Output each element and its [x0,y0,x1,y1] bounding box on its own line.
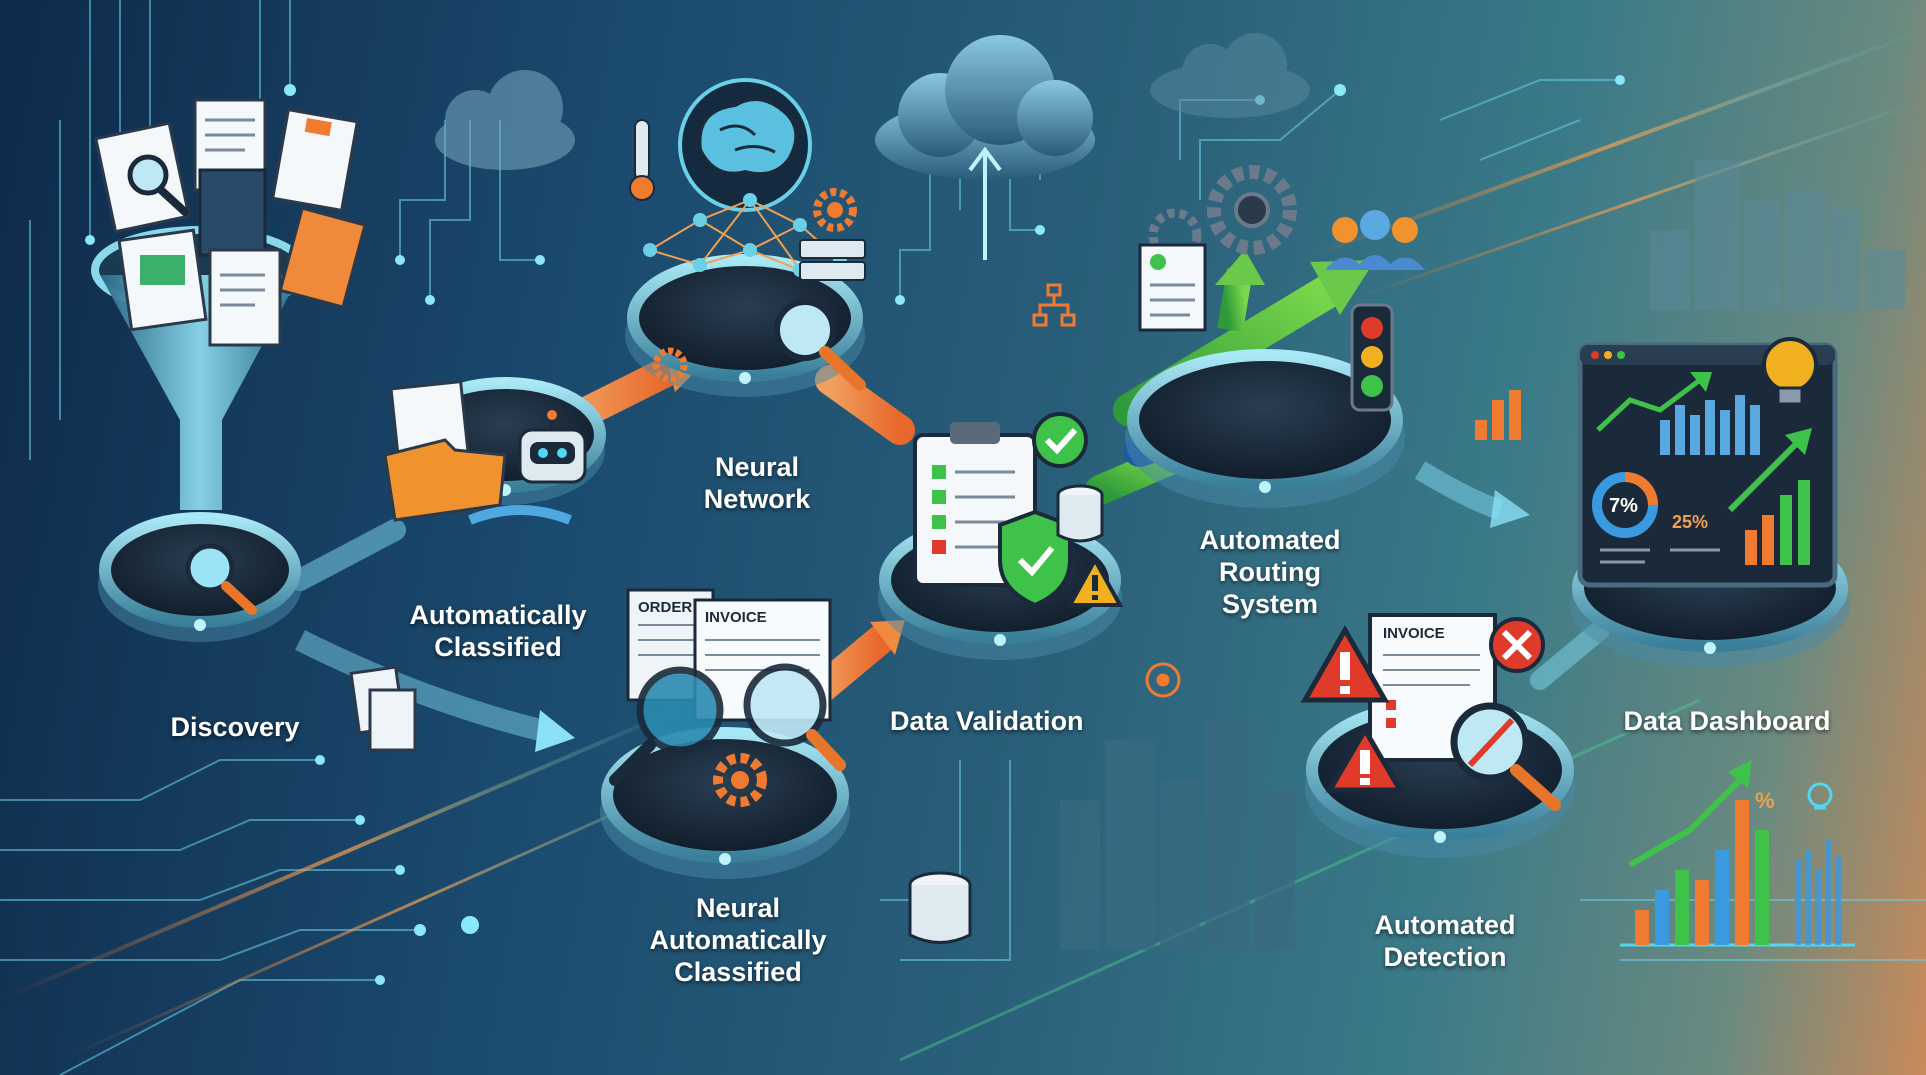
check-badge-icon [1032,412,1088,468]
gear-icon [813,188,857,232]
robot-icon [518,410,587,484]
magnifier-icon [774,299,866,391]
growth-chart-icon: % [1620,760,1855,947]
magnifier-icon [609,666,724,786]
city-skyline-center [1060,720,1295,950]
cloud-icon [1150,33,1310,118]
brain-icon [678,78,812,212]
error-icon [1489,617,1545,673]
gear-icon [1148,208,1202,262]
cloud-icon [435,70,575,170]
stage-label-discovery: Discovery [170,712,300,742]
corner-chart-label: % [1755,788,1775,813]
stage-label-neural-network: Neural Network [703,452,811,514]
server-icon [799,239,866,281]
network-nodes [643,193,847,277]
target-icon [1145,662,1181,698]
warning-icon [1300,624,1390,703]
gear-icon [1207,165,1297,255]
warning-icon [1066,555,1124,607]
cloud-icon [875,35,1095,260]
invoice-doc-label: INVOICE [705,609,767,626]
city-skyline-right [1650,160,1905,310]
gear-icon [652,347,688,383]
people-icon [1325,210,1425,270]
invoice-doc-label-2: INVOICE [1383,625,1445,642]
thermometer-icon [629,119,655,201]
classify-arrow-icon [468,505,572,525]
database-icon [1056,484,1104,543]
mini-bar-chart-icon [1475,390,1521,440]
dashboard-donut-value: 7% [1609,495,1638,517]
stage-label-automated-routing-system: Automated Routing System [1199,525,1341,619]
stage-label-neural-automatically-classified: Neural Automatically Classified [649,893,827,987]
order-doc-label: ORDER [638,599,692,616]
routing-document-icon [1138,243,1207,332]
documents-flow-icon [349,665,417,752]
stage-label-data-dashboard: Data Dashboard [1623,706,1831,736]
dashboard-percent-value: 25% [1672,512,1708,532]
traffic-light-icon [1350,303,1394,412]
stage-label-data-validation: Data Validation [890,706,1084,736]
stage-label-automated-detection: Automated Detection [1374,910,1516,972]
stage-label-automatically-classified: Automatically Classified [409,600,587,662]
warning-icon [1325,725,1405,793]
org-chart-icon [1032,283,1076,327]
shield-icon [998,509,1072,608]
gear-icon [713,753,767,807]
folder-icon [383,379,507,522]
document-stack-icon [94,98,367,347]
magnifier-icon [127,154,189,216]
magnifier-icon [185,543,257,615]
magnifier-icon [1450,702,1561,811]
magnifier-icon [743,663,846,771]
database-icon [908,871,972,944]
lightbulb-icon [1762,337,1818,406]
